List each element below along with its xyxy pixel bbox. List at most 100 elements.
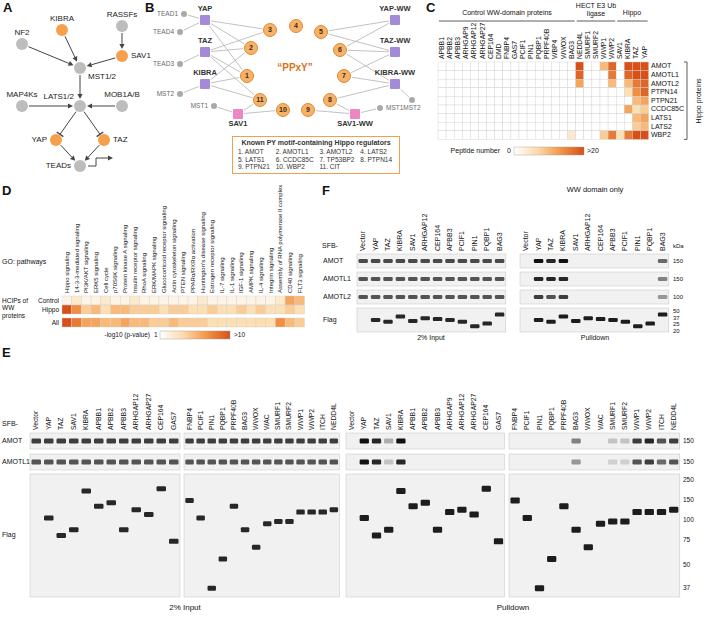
heat-cell: [632, 131, 640, 140]
lane-label: APBB2: [421, 408, 429, 430]
blot-band: [82, 460, 92, 465]
node-label: 11: [256, 96, 263, 104]
legend-item: 3. AMOTL2: [319, 148, 356, 155]
heat-cell: [470, 62, 478, 71]
heat-cell: [62, 318, 72, 327]
heat-cell: [616, 71, 624, 80]
heat-cell: [568, 96, 576, 105]
column-label: DMD: [495, 44, 503, 59]
lane-label: ARHGAP12: [458, 394, 466, 430]
column-label: IL-7 signaling: [219, 257, 226, 293]
blot-band: [620, 518, 629, 524]
heat-cell: [641, 96, 649, 105]
heat-cell: [641, 122, 649, 131]
connector: [87, 103, 115, 108]
connector-line: [211, 49, 243, 52]
heat-cell: [527, 122, 535, 131]
heat-cell: [535, 131, 543, 140]
lane-label: FNBP4: [511, 408, 519, 430]
heat-cell: [511, 105, 519, 114]
heat-cell: [600, 96, 608, 105]
column-label: ARHGAP12: [471, 23, 479, 59]
heat-cell: [503, 114, 511, 123]
blot-panel: [520, 272, 669, 286]
heat-cell: [479, 122, 487, 131]
heat-cell: [479, 79, 487, 88]
connector-line: [92, 106, 115, 107]
blot-band: [495, 259, 504, 263]
column-label: Estrogen receptor signaling: [209, 220, 216, 293]
lane-label: PIN1: [536, 415, 544, 430]
heat-cell: [237, 305, 247, 314]
heat-cell: [503, 105, 511, 114]
column-label: PQBP1: [535, 36, 543, 59]
arrow-head: [108, 155, 113, 160]
group-bracket: [617, 21, 647, 22]
heat-cell: [256, 296, 266, 305]
panel-letter: A: [3, 1, 12, 16]
lane-label: PIN1: [634, 235, 642, 251]
connector: [361, 109, 376, 113]
heat-cell: [227, 318, 237, 327]
row-label: AMOT: [651, 62, 671, 70]
heat-cell: [624, 62, 632, 71]
heat-cell: [511, 131, 519, 140]
blot-band: [596, 317, 605, 321]
pathway-node: KIBRA: [56, 24, 68, 36]
heat-cell: [519, 105, 527, 114]
heat-cell: [592, 79, 600, 88]
blot-band: [157, 439, 167, 444]
lane-label: ARHGAP12: [132, 394, 140, 430]
blot-band: [169, 539, 179, 544]
motif-protein-node: 8: [323, 93, 337, 107]
heat-cell: [169, 305, 179, 314]
blot-panel: [357, 290, 506, 304]
motif-protein-node: 3: [263, 23, 277, 37]
heat-cell: [101, 296, 111, 305]
legend-item: 2. AMOTL1: [276, 148, 316, 155]
connector-line: [65, 36, 75, 57]
connector-line: [80, 75, 81, 94]
group-header: Hippo: [623, 9, 641, 17]
heat-cell: [576, 105, 584, 114]
heat-cell: [600, 131, 608, 140]
heat-cell: [454, 114, 462, 123]
heat-cell: [130, 305, 140, 314]
connector: [77, 75, 82, 99]
blot-band: [458, 295, 467, 299]
column-label: WWOX: [560, 36, 568, 59]
heat-cell: [479, 88, 487, 97]
heat-cell: [438, 71, 446, 80]
lane-label: BAG3: [572, 412, 580, 430]
heat-cell: [462, 105, 470, 114]
column-label: GAS7: [511, 41, 519, 59]
heat-cell: [560, 122, 568, 131]
blot-label: AMOTL1: [2, 458, 30, 466]
heat-cell: [616, 122, 624, 131]
blot-band: [396, 295, 405, 299]
connector: [209, 26, 242, 70]
blot-band: [371, 295, 380, 299]
heat-cell: [198, 305, 208, 314]
blot-band: [94, 460, 104, 465]
heat-cell: [519, 96, 527, 105]
column-label: Integrin signaling: [267, 248, 274, 293]
heat-cell: [479, 105, 487, 114]
row-label: LATS1: [651, 114, 672, 122]
heat-cell: [616, 105, 624, 114]
blot-band: [296, 460, 304, 465]
heat-cell: [295, 296, 305, 305]
blot-band: [263, 439, 271, 444]
lane-label: ARHGAP27: [145, 394, 153, 430]
column-label: KIBRA: [624, 39, 632, 59]
blot-band: [371, 259, 380, 263]
heat-cell: [446, 114, 454, 123]
blot-band: [546, 277, 555, 281]
blot-panel: [520, 254, 669, 268]
node-label: MST1: [386, 104, 403, 111]
motif-protein-node: 11: [253, 93, 267, 107]
heat-cell: [527, 62, 535, 71]
connector: [87, 58, 116, 67]
blot-band: [384, 439, 393, 444]
blot-panel: [520, 308, 669, 332]
